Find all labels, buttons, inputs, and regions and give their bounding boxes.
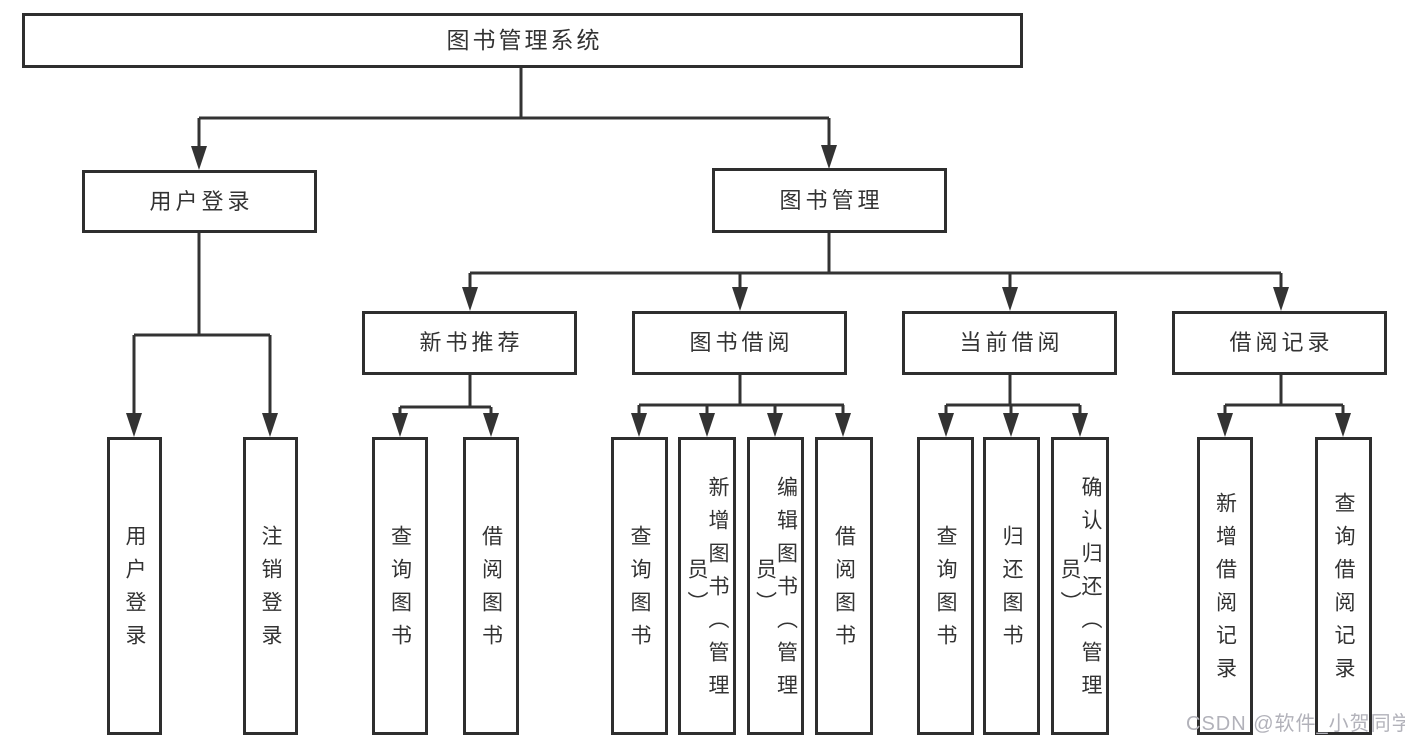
arrowhead-icon bbox=[699, 413, 715, 437]
arrowhead-icon bbox=[835, 413, 851, 437]
watermark: CSDN @软件_小贺同学 bbox=[1186, 713, 1405, 735]
leaf-user-login: 用户登录 bbox=[107, 437, 162, 735]
leaf-borrow-add-book-admin: 新增图书（管理员） bbox=[678, 437, 736, 735]
arrowhead-icon bbox=[126, 413, 142, 437]
node-root-system: 图书管理系统 bbox=[22, 13, 1023, 68]
node-new-book-recommend: 新书推荐 bbox=[362, 311, 577, 375]
arrowhead-icon bbox=[462, 287, 478, 311]
connector-arrows bbox=[126, 118, 1351, 437]
node-book-borrow: 图书借阅 bbox=[632, 311, 847, 375]
arrowhead-icon bbox=[1217, 413, 1233, 437]
leaf-current-query-book: 查询图书 bbox=[917, 437, 974, 735]
leaf-records-query-record: 查询借阅记录 bbox=[1315, 437, 1372, 735]
arrowhead-icon bbox=[262, 413, 278, 437]
arrowhead-icon bbox=[767, 413, 783, 437]
arrowhead-icon bbox=[732, 287, 748, 311]
arrowhead-icon bbox=[1335, 413, 1351, 437]
arrowhead-icon bbox=[821, 145, 837, 169]
leaf-records-add-record: 新增借阅记录 bbox=[1197, 437, 1253, 735]
leaf-recommend-borrow-book: 借阅图书 bbox=[463, 437, 519, 735]
arrowhead-icon bbox=[191, 146, 207, 170]
node-user-login: 用户登录 bbox=[82, 170, 317, 233]
leaf-borrow-edit-book-admin: 编辑图书（管理员） bbox=[747, 437, 804, 735]
arrowhead-icon bbox=[631, 413, 647, 437]
leaf-borrow-borrow-book: 借阅图书 bbox=[815, 437, 873, 735]
arrowhead-icon bbox=[483, 413, 499, 437]
leaf-recommend-query-book: 查询图书 bbox=[372, 437, 428, 735]
arrowhead-icon bbox=[392, 413, 408, 437]
node-current-borrow: 当前借阅 bbox=[902, 311, 1117, 375]
leaf-current-return-book: 归还图书 bbox=[983, 437, 1040, 735]
arrowhead-icon bbox=[1003, 413, 1019, 437]
connector-lines bbox=[134, 68, 1343, 409]
leaf-logout-login: 注销登录 bbox=[243, 437, 298, 735]
arrowhead-icon bbox=[938, 413, 954, 437]
arrowhead-icon bbox=[1072, 413, 1088, 437]
node-borrow-records: 借阅记录 bbox=[1172, 311, 1387, 375]
leaf-borrow-query-book: 查询图书 bbox=[611, 437, 668, 735]
leaf-current-confirm-return-admin: 确认归还（管理员） bbox=[1051, 437, 1109, 735]
arrowhead-icon bbox=[1002, 287, 1018, 311]
arrowhead-icon bbox=[1273, 287, 1289, 311]
node-book-management: 图书管理 bbox=[712, 168, 947, 233]
